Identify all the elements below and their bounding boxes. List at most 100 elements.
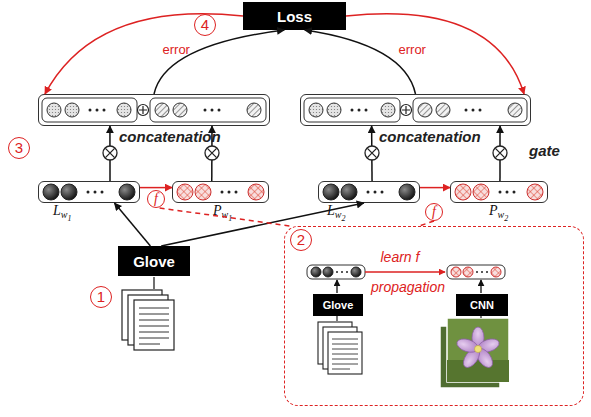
- vector-label: w: [498, 209, 505, 220]
- small-document-stack: [318, 316, 362, 374]
- vector-cells: [235, 191, 238, 194]
- error-connector: [140, 187, 172, 189]
- glove-box: Glove: [118, 246, 190, 276]
- concat-left-cells: [247, 103, 261, 117]
- small-document-stack: [332, 339, 358, 369]
- propagation-vectors: [336, 271, 338, 273]
- propagation-vectors: [463, 267, 473, 277]
- concat-right-cells: [309, 103, 323, 117]
- propagation-vectors: [491, 267, 501, 277]
- concat-left-cells: [42, 98, 137, 122]
- document-stack: [122, 290, 162, 340]
- vector-label: w: [222, 209, 229, 220]
- concat-left-cells: [42, 98, 266, 122]
- mapping-circle: f: [147, 190, 165, 208]
- visual-vector: Pw2: [450, 181, 548, 203]
- vector-cells: [499, 191, 516, 194]
- propagation-vectors: [323, 267, 333, 277]
- small-document-stack: [332, 339, 358, 369]
- callout-number: 4: [194, 14, 216, 36]
- node-label: CNN: [470, 299, 494, 311]
- visual-vector: Pw1: [172, 181, 269, 203]
- vector-cells: [473, 184, 489, 200]
- propagation-vectors: [346, 271, 348, 273]
- word-vector: Lw1: [38, 181, 140, 203]
- concat-right-cells: [351, 109, 368, 112]
- gate-multiply: [495, 148, 504, 157]
- node-label: f: [432, 205, 436, 219]
- vector-label: w: [61, 209, 68, 220]
- concat-left-cells: [211, 109, 214, 112]
- vector-cells: [177, 184, 264, 200]
- vector-cells: [323, 184, 339, 200]
- propagation-vectors: [336, 280, 337, 293]
- concat-left-cells: [204, 109, 207, 112]
- concat-left-cells: [138, 105, 149, 116]
- concat-left-cells: [204, 109, 221, 112]
- loss-box: Loss: [243, 2, 346, 30]
- concat-right-cells: [401, 105, 412, 116]
- vector-label: 1: [67, 214, 71, 223]
- vector-label: Pw1: [213, 203, 232, 219]
- vector-cells: [61, 184, 77, 200]
- document-stack: [153, 277, 154, 289]
- vector-cells: [119, 184, 135, 200]
- vector-cells: [228, 191, 231, 194]
- glove-box: Glove: [313, 294, 363, 316]
- concat-left-cells: [103, 109, 106, 112]
- callout-number: 3: [8, 137, 30, 159]
- process-label: learn f: [381, 249, 420, 265]
- vector-cells: [513, 191, 516, 194]
- vector-label: Pw2: [489, 203, 508, 219]
- error-connector: [45, 14, 243, 94]
- concat-right-cells: [365, 109, 368, 112]
- gate-multiply: [103, 146, 117, 160]
- concat-left-cells: [150, 98, 266, 122]
- small-document-stack: [318, 322, 362, 374]
- concat-right-cells: [381, 103, 395, 117]
- flower-image: [460, 345, 483, 370]
- concat-right-cells: [436, 103, 450, 117]
- concat-right-cells: [401, 105, 412, 116]
- edge-label: error: [163, 42, 190, 57]
- propagation-vectors: [486, 271, 488, 273]
- vector-cells: [323, 184, 415, 200]
- vector-cells: [455, 184, 543, 200]
- gate-multiply: [105, 148, 114, 157]
- concat-left-cells: [155, 103, 261, 117]
- gate-label: gate: [529, 142, 560, 159]
- concat-right-cells: [358, 109, 361, 112]
- propagation-vectors: [447, 265, 505, 279]
- vector-cells: [43, 184, 59, 200]
- vector-label: Lw2: [327, 203, 345, 219]
- concat-left-cells: [139, 106, 147, 114]
- concat-left-cells: [89, 109, 106, 112]
- vector-label: 2: [504, 214, 508, 223]
- flower-image: [440, 326, 500, 388]
- flower-image: [472, 327, 484, 349]
- flower-image: [476, 336, 501, 354]
- node-label: Glove: [323, 299, 354, 311]
- vector-cells: [374, 191, 377, 194]
- propagation-vectors: [451, 267, 461, 277]
- gate-multiply: [367, 148, 376, 157]
- concat-right-cells: [351, 109, 354, 112]
- word-vector: Lw2: [318, 181, 420, 203]
- concat-left-cells: [96, 109, 99, 112]
- node-label: f: [154, 192, 158, 206]
- vector-cells: [221, 191, 238, 194]
- propagation-vectors: [451, 267, 501, 277]
- callout-number: 1: [90, 286, 112, 308]
- concat-left-cells: [138, 105, 149, 116]
- concat-right-cells: [465, 109, 468, 112]
- propagation-vectors: [481, 271, 483, 273]
- vector-label: P: [489, 203, 498, 218]
- small-document-stack: [318, 322, 352, 364]
- flower-image: [473, 345, 496, 370]
- concat-left-cells: [47, 103, 131, 117]
- vector-label: L: [53, 203, 61, 218]
- vector-label: P: [213, 203, 222, 218]
